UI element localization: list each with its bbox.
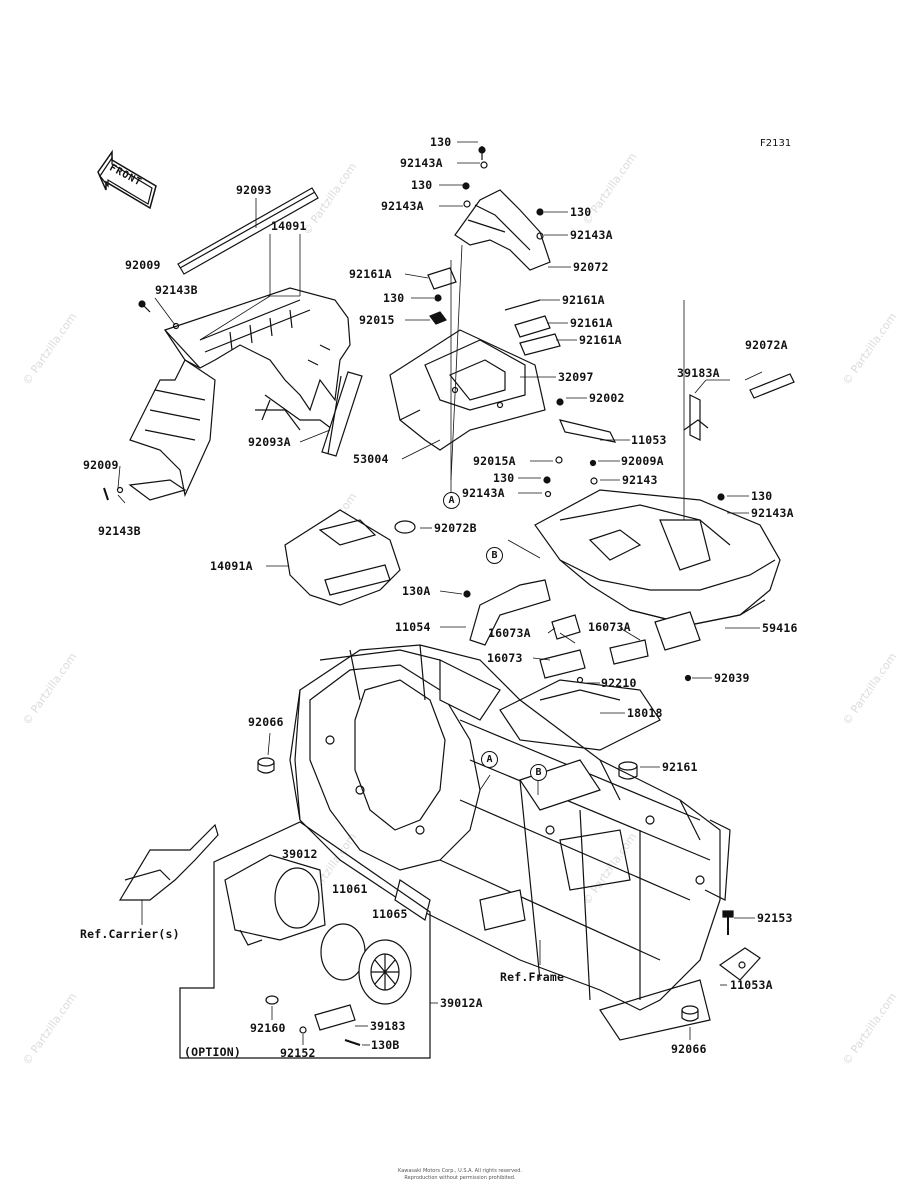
part-label: 16073A: [588, 620, 631, 634]
bracket-39183a: [683, 394, 709, 441]
part-label: 92161: [662, 760, 698, 774]
part-label: 92152: [280, 1046, 316, 1060]
part-label: 92066: [248, 715, 284, 729]
damper-92161: [618, 761, 638, 780]
part-label: 39012A: [440, 996, 483, 1010]
part-label: 11053: [631, 433, 667, 447]
bolt-92153: [722, 910, 734, 935]
bracket-92072: [454, 146, 551, 271]
copyright-line: Kawasaki Motors Corp., U.S.A. All rights…: [398, 1168, 522, 1174]
strip-92093: [177, 187, 319, 275]
leader-lines: [117, 141, 763, 1046]
part-label: 92143A: [462, 486, 505, 500]
part-label: 130: [493, 471, 515, 485]
part-label: 92009A: [621, 454, 664, 468]
part-label: 18018: [627, 706, 663, 720]
part-label: 130: [430, 135, 452, 149]
part-label: 11053A: [730, 978, 773, 992]
part-label: 130A: [402, 584, 431, 598]
part-label: 130B: [371, 1038, 400, 1052]
part-label: 92210: [601, 676, 637, 690]
tray-32097: [389, 329, 546, 451]
part-label: 32097: [558, 370, 594, 384]
part-label: 92143: [622, 473, 658, 487]
part-label: 39012: [282, 847, 318, 861]
part-label: 39183: [370, 1019, 406, 1033]
part-label: 92161A: [570, 316, 613, 330]
bracket-11054: [463, 579, 586, 679]
part-label: 92143A: [751, 506, 794, 520]
damper-92066-bottom: [681, 1005, 699, 1022]
copyright-line: Reproduction without permission prohibit…: [404, 1175, 516, 1181]
airbox-39012: [224, 854, 412, 1046]
part-label: 92143B: [98, 524, 141, 538]
part-label: 92143B: [155, 283, 198, 297]
part-label: 92039: [714, 671, 750, 685]
callout-a-frame: A: [481, 751, 498, 768]
part-label: 59416: [762, 621, 798, 635]
part-label: 92002: [589, 391, 625, 405]
part-label: 14091: [271, 219, 307, 233]
part-label: 92009: [125, 258, 161, 272]
bracket-11053a: [718, 947, 761, 981]
front-arrow-icon: [97, 149, 157, 210]
part-label: 16073: [487, 651, 523, 665]
screw-92009-top: [138, 300, 180, 330]
part-label: 92015: [359, 313, 395, 327]
strap-92072a: [749, 373, 795, 399]
part-label: 92072B: [434, 521, 477, 535]
part-label: 92093A: [248, 435, 291, 449]
screw-92009-bottom: [103, 479, 187, 501]
callout-b-frame: B: [530, 764, 547, 781]
part-label: 53004: [353, 452, 389, 466]
part-label: 14091A: [210, 559, 253, 573]
rear-housing-59416: [534, 489, 781, 682]
part-label: 16073A: [488, 626, 531, 640]
part-label: 92015A: [473, 454, 516, 468]
part-label: 130: [570, 205, 592, 219]
part-label: 92161A: [579, 333, 622, 347]
fender-guard-14091: [129, 287, 351, 497]
part-label: 92072A: [745, 338, 788, 352]
part-label: 130: [383, 291, 405, 305]
pads-92161a: [427, 267, 561, 356]
part-label: 39183A: [677, 366, 720, 380]
part-label: 92009: [83, 458, 119, 472]
figure-code: F2131: [760, 138, 792, 149]
part-label: 130: [411, 178, 433, 192]
part-label: 11065: [372, 907, 408, 921]
part-label: 92153: [757, 911, 793, 925]
part-label: 92066: [671, 1042, 707, 1056]
part-label: 92072: [573, 260, 609, 274]
ref-carrier-label: Ref.Carrier(s): [80, 927, 180, 941]
tray-18018: [499, 676, 661, 751]
cover-14091a: [284, 509, 416, 606]
callout-a-top: A: [443, 492, 460, 509]
damper-92066-top: [257, 757, 275, 774]
part-label: 11054: [395, 620, 431, 634]
part-label: 11061: [332, 882, 368, 896]
part-label: 92143A: [381, 199, 424, 213]
callout-b-top: B: [486, 547, 503, 564]
option-label: (OPTION): [184, 1045, 241, 1059]
part-label: 92161A: [562, 293, 605, 307]
option-box: [179, 821, 431, 1059]
part-label: 92161A: [349, 267, 392, 281]
ref-frame-label: Ref.Frame: [500, 970, 565, 984]
part-label: 92093: [236, 183, 272, 197]
bracket-11053: [543, 398, 726, 516]
carrier-ref: [118, 823, 219, 901]
part-label: 92143A: [570, 228, 613, 242]
main-frame: [289, 644, 731, 1041]
part-label: 92160: [250, 1021, 286, 1035]
part-label: 92143A: [400, 156, 443, 170]
strip-92093a: [321, 371, 363, 457]
part-label: 130: [751, 489, 773, 503]
